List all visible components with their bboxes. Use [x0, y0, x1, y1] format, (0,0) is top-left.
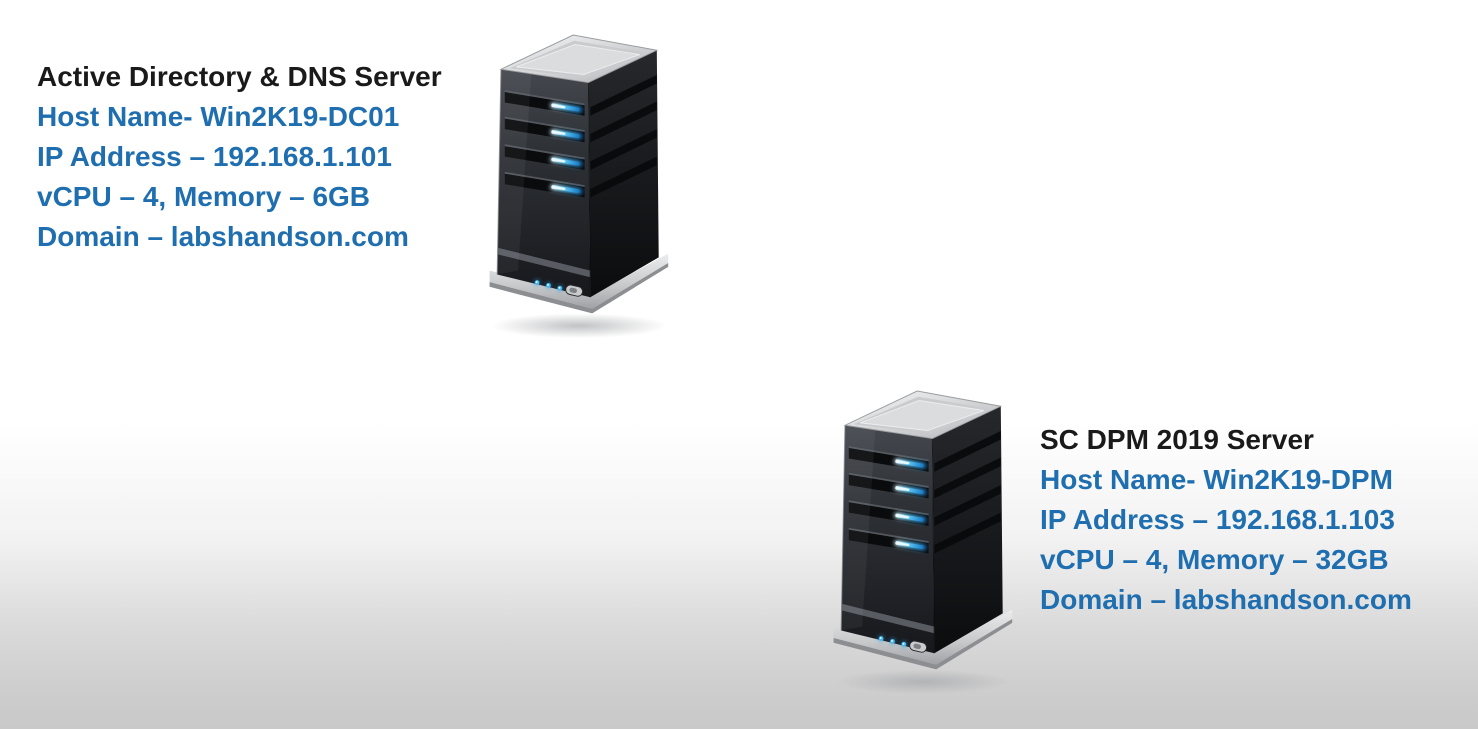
vcpu-memory-line: vCPU – 4, Memory – 32GB	[1040, 544, 1389, 575]
domain-line: Domain – labshandson.com	[1040, 584, 1412, 615]
ip-address-line: IP Address – 192.168.1.101	[37, 141, 392, 172]
server-title: Active Directory & DNS Server	[37, 61, 442, 92]
vcpu-memory-line: vCPU – 4, Memory – 6GB	[37, 181, 371, 212]
host-name-line: Host Name- Win2K19-DC01	[37, 101, 400, 132]
host-name-line: Host Name- Win2K19-DPM	[1040, 464, 1393, 495]
server-tower-icon	[826, 368, 1016, 701]
ip-address-line: IP Address – 192.168.1.103	[1040, 504, 1395, 535]
domain-line: Domain – labshandson.com	[37, 221, 409, 252]
server-info-dpm: SC DPM 2019 Server Host Name- Win2K19-DP…	[1040, 420, 1412, 620]
server-title: SC DPM 2019 Server	[1040, 424, 1314, 455]
server-info-ad-dns: Active Directory & DNS Server Host Name-…	[37, 57, 442, 257]
server-tower-icon	[482, 12, 672, 345]
